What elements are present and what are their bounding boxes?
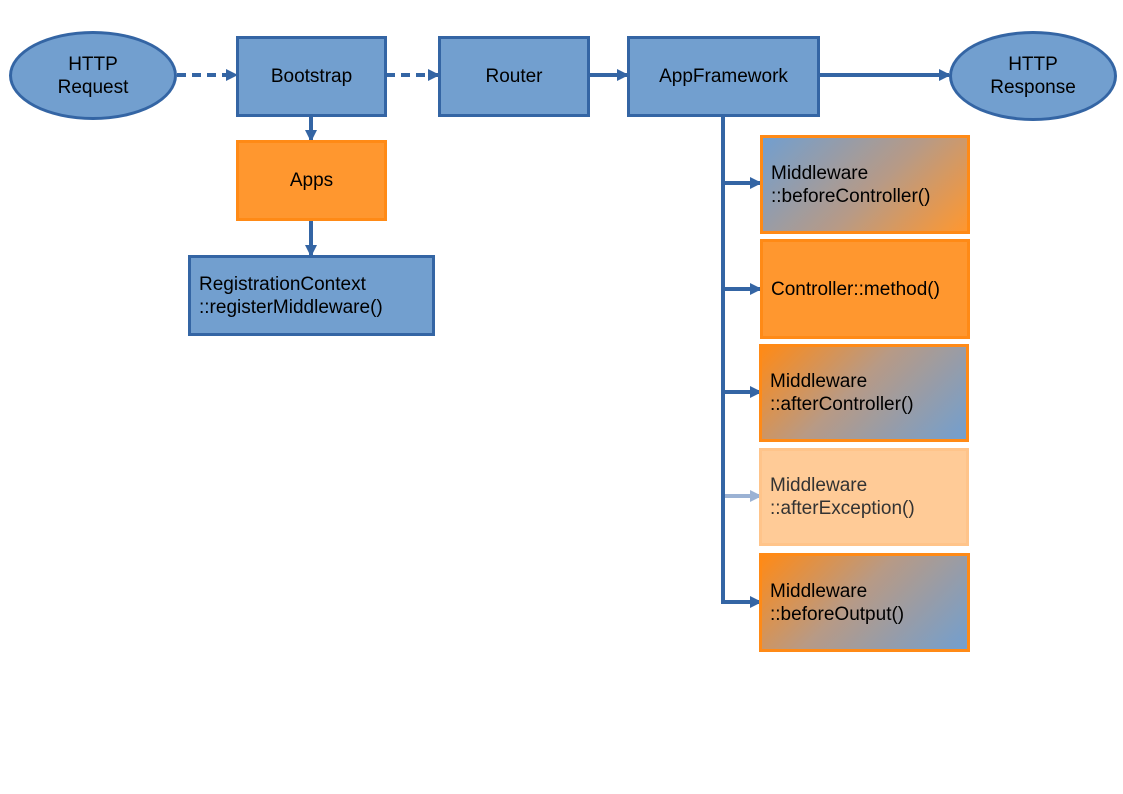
router-label: Router [485,66,543,87]
http-request-label-line1: HTTP [68,53,118,75]
http-response-label-line1: HTTP [1008,54,1058,75]
apps-label: Apps [289,170,334,191]
after-controller-label-line1: Middleware [770,371,868,392]
after-controller-text: Middleware ::afterController() [770,370,914,416]
before-controller-node: Middleware ::beforeController() [760,135,970,234]
before-output-label-line2: ::beforeOutput() [770,603,905,625]
after-controller-label-line2: ::afterController() [770,394,914,415]
registration-context-text: RegistrationContext ::registerMiddleware… [199,273,383,319]
registration-context-node: RegistrationContext ::registerMiddleware… [188,255,435,336]
appframework-label: AppFramework [659,66,788,87]
http-response-node: HTTP Response [949,31,1117,121]
http-response-label-line2: Response [990,77,1076,98]
http-request-node: HTTP Request [9,31,177,120]
before-controller-label-line2: ::beforeController() [771,185,931,207]
before-output-node: Middleware ::beforeOutput() [759,553,970,652]
registration-context-label-line1: RegistrationContext [199,273,366,295]
before-output-label-line1: Middleware [770,580,868,602]
http-request-label-line2: Request [57,76,129,98]
after-controller-node: Middleware ::afterController() [759,344,969,442]
appframework-node: AppFramework [627,36,820,117]
registration-context-label-line2: ::registerMiddleware() [199,296,383,318]
after-exception-label-line2: ::afterException() [770,498,915,519]
before-output-text: Middleware ::beforeOutput() [770,580,904,626]
after-exception-label-line1: Middleware [770,475,868,496]
controller-method-label: Controller::method() [771,278,940,300]
controller-method-node: Controller::method() [760,239,970,339]
apps-node: Apps [236,140,387,221]
before-controller-label-line1: Middleware [771,162,869,184]
after-exception-text: Middleware ::afterException() [770,474,915,520]
after-exception-node: Middleware ::afterException() [759,448,969,546]
bootstrap-node: Bootstrap [236,36,387,117]
router-node: Router [438,36,590,117]
before-controller-text: Middleware ::beforeController() [771,162,930,208]
bootstrap-label: Bootstrap [270,66,353,87]
